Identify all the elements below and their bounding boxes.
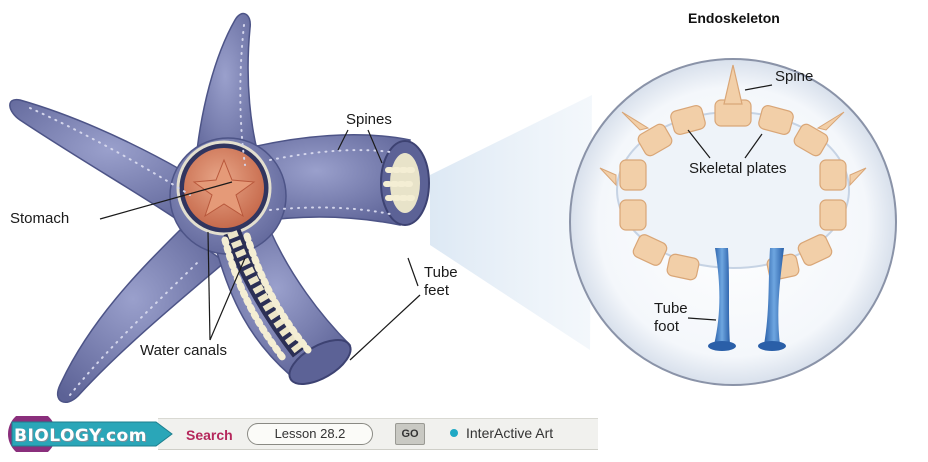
- search-label: Search: [186, 427, 233, 443]
- spines-label: Spines: [346, 111, 392, 128]
- tube-feet-label-line2: feet: [424, 282, 449, 299]
- endoskeleton-title: Endoskeleton: [688, 10, 780, 26]
- biology-toolbar: BIOLOGY.com Search Lesson 28.2 GO InterA…: [0, 410, 620, 462]
- bullet-icon: [450, 429, 458, 437]
- lesson-search-input[interactable]: Lesson 28.2: [247, 423, 373, 445]
- magnification-beam: [430, 95, 592, 350]
- stomach-label: Stomach: [10, 210, 69, 227]
- water-canals-label: Water canals: [140, 342, 227, 359]
- skeletal-plates-label: Skeletal plates: [689, 160, 787, 177]
- tube-foot-label-line2: foot: [654, 318, 679, 335]
- go-button[interactable]: GO: [395, 423, 425, 445]
- interactive-art-link[interactable]: InterActive Art: [466, 425, 553, 441]
- endoskeleton-circle: [570, 59, 896, 385]
- tube-foot-label-line1: Tube: [654, 300, 688, 317]
- brand-text[interactable]: BIOLOGY.com: [14, 426, 147, 446]
- spine-label: Spine: [775, 68, 813, 85]
- tube-feet-label-line1: Tube: [424, 264, 458, 281]
